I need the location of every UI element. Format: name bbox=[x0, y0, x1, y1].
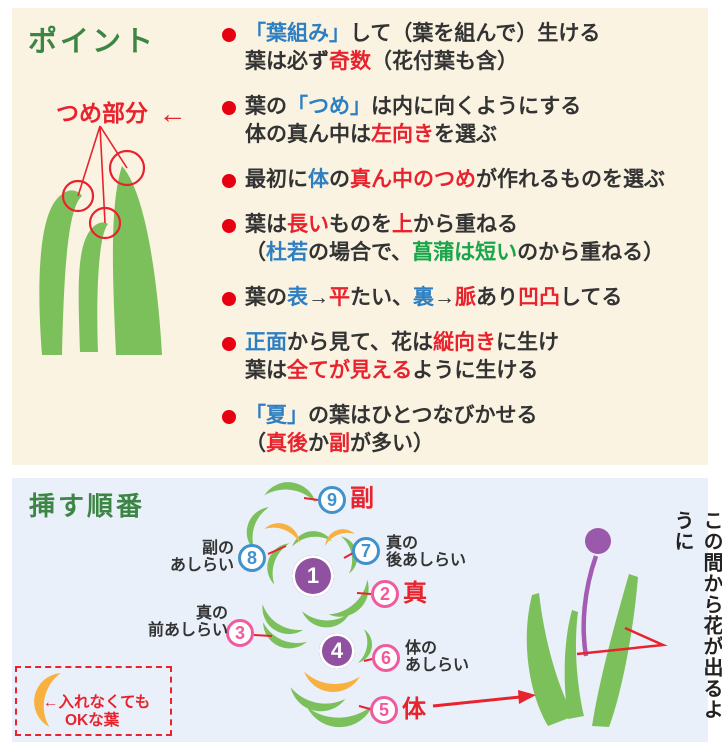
flower-bud bbox=[585, 528, 611, 554]
order-label-2: 真 bbox=[403, 580, 427, 607]
bullet-dot-icon bbox=[222, 337, 236, 351]
bullet-dot-icon bbox=[222, 292, 236, 306]
left-arrow-icon: ← bbox=[158, 98, 187, 129]
order-label-3: 真の 前あしらい bbox=[147, 605, 228, 639]
bullet-text: 「葉組み」して（葉を組んで）生ける葉は必ず奇数（花付葉も含） bbox=[245, 22, 601, 73]
order-label-5: 体 bbox=[402, 696, 426, 723]
flower-stem bbox=[581, 555, 599, 657]
plant-sketch bbox=[526, 528, 638, 727]
bullet-dot-icon bbox=[222, 101, 236, 115]
left-leaf bbox=[39, 190, 82, 355]
points-panel: ポイント つめ部分 ← 「葉組み」して（葉を組んで）生ける葉は必ず奇数（花付葉も… bbox=[12, 8, 708, 465]
plant-right-leaf bbox=[592, 574, 638, 727]
optional-leaf-legend: ←入れなくても OKな葉 bbox=[15, 666, 172, 736]
claw-callout-lines bbox=[77, 125, 128, 224]
bullet-text: 「夏」の葉はひとつなびかせる（真後か副が多い） bbox=[245, 404, 538, 455]
points-bullet-list: 「葉組み」して（葉を組んで）生ける葉は必ず奇数（花付葉も含） 葉の「つめ」は内に向… bbox=[222, 20, 702, 475]
order-circle-9: 9 bbox=[318, 486, 346, 514]
point-bullet-7: 「夏」の葉はひとつなびかせる（真後か副が多い） bbox=[222, 402, 702, 458]
bullet-text: 最初に体の真ん中のつめが作れるものを選ぶ bbox=[245, 168, 665, 191]
bullet-dot-icon bbox=[222, 410, 236, 424]
bullet-text: 葉の表→平たい、裏→脈あり凹凸してる bbox=[245, 286, 623, 309]
order-circle-3: 3 bbox=[226, 619, 254, 647]
bullet-text: 葉は長いものを上から重ねる（杜若の場合で、菖蒲は短いのから重ねる） bbox=[245, 213, 665, 264]
right-leaf bbox=[112, 166, 162, 355]
leaf-swirl bbox=[246, 482, 373, 728]
middle-leaf bbox=[78, 222, 108, 352]
point-bullet-3: 最初に体の真ん中のつめが作れるものを選ぶ bbox=[222, 166, 702, 194]
point-bullet-6: 正面から見て、花は縦向きに生け葉は全てが見えるように生ける bbox=[222, 329, 702, 385]
order-label-9: 副 bbox=[350, 485, 374, 512]
order-title: 挿す順番 bbox=[29, 491, 146, 521]
order-circle-1: 1 bbox=[292, 555, 334, 597]
order-circle-5: 5 bbox=[370, 696, 398, 724]
order-circle-8: 8 bbox=[238, 544, 266, 572]
legend-left-arrow-icon: ← bbox=[43, 694, 59, 711]
order-label-6: 体の あしらい bbox=[405, 640, 470, 674]
tsume-label: つめ部分 bbox=[56, 100, 148, 126]
bullet-dot-icon bbox=[222, 174, 236, 188]
order-circle-6: 6 bbox=[372, 644, 400, 672]
bullet-dot-icon bbox=[222, 28, 236, 42]
bullet-dot-icon bbox=[222, 219, 236, 233]
order-label-7: 真の 後あしらい bbox=[386, 535, 467, 569]
point-bullet-4: 葉は長いものを上から重ねる（杜若の場合で、菖蒲は短いのから重ねる） bbox=[222, 211, 702, 267]
bullet-text: 正面から見て、花は縦向きに生け葉は全てが見えるように生ける bbox=[245, 331, 559, 382]
plant-middle-leaf bbox=[564, 610, 584, 719]
point-bullet-1: 「葉組み」して（葉を組んで）生ける葉は必ず奇数（花付葉も含） bbox=[222, 20, 702, 76]
order-circle-4: 4 bbox=[319, 633, 355, 669]
order-circle-7: 7 bbox=[352, 537, 380, 565]
point-bullet-5: 葉の表→平たい、裏→脈あり凹凸してる bbox=[222, 284, 702, 312]
points-title: ポイント bbox=[28, 26, 157, 58]
bullet-text: 葉の「つめ」は内に向くようにする体の真ん中は左向きを選ぶ bbox=[245, 95, 582, 146]
point-bullet-2: 葉の「つめ」は内に向くようにする体の真ん中は左向きを選ぶ bbox=[222, 93, 702, 149]
tai-arrow bbox=[432, 690, 536, 708]
leader-lines bbox=[253, 497, 373, 710]
legend-text: ←入れなくても OKな葉 bbox=[43, 694, 151, 729]
vertical-note: この間から花が出るように bbox=[671, 510, 722, 720]
plant-left-leaf bbox=[526, 593, 574, 726]
order-circle-2: 2 bbox=[371, 580, 399, 608]
gap-pointer-lines bbox=[576, 626, 668, 656]
claw-circles bbox=[61, 149, 146, 240]
tsume-pointer: つめ部分 ← bbox=[56, 94, 186, 130]
order-label-8: 副の あしらい bbox=[169, 540, 234, 574]
